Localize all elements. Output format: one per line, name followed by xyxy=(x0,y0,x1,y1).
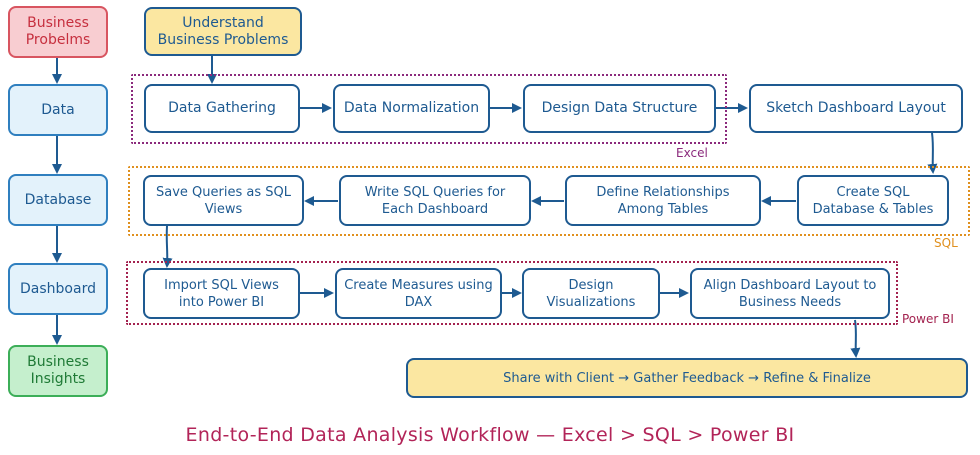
sidebar-dashboard: Dashboard xyxy=(8,263,108,315)
excel-group-label: Excel xyxy=(676,146,708,160)
sidebar-data-label: Data xyxy=(41,101,75,118)
sketch-dashboard-layout-node: Sketch Dashboard Layout xyxy=(749,84,963,133)
sql-group-label: SQL xyxy=(934,236,958,250)
data-normalization-node: Data Normalization xyxy=(333,84,490,133)
sketch-to-create-db-arrow xyxy=(927,132,938,174)
data-gathering-label: Data Gathering xyxy=(168,100,276,116)
excel-group xyxy=(131,74,727,144)
understand-business-problems-node: Understand Business Problems xyxy=(144,7,302,56)
data-gathering-node: Data Gathering xyxy=(144,84,300,133)
sidebar-data: Data xyxy=(8,84,108,136)
align-dashboard-layout-label: Align Dashboard Layout to Business Needs xyxy=(703,277,877,310)
share-with-client-node: Share with Client → Gather Feedback → Re… xyxy=(406,358,968,398)
save-queries-views-label: Save Queries as SQL Views xyxy=(156,184,291,217)
align-dashboard-layout-node: Align Dashboard Layout to Business Needs xyxy=(690,268,890,319)
import-sql-views-label: Import SQL Views into Power BI xyxy=(164,277,279,310)
define-relationships-label: Define Relationships Among Tables xyxy=(596,184,730,217)
powerbi-group xyxy=(126,261,898,325)
import-sql-views-node: Import SQL Views into Power BI xyxy=(143,268,300,319)
create-sql-database-node: Create SQL Database & Tables xyxy=(797,175,949,226)
write-sql-queries-node: Write SQL Queries for Each Dashboard xyxy=(339,175,531,226)
understand-business-problems-label: Understand Business Problems xyxy=(157,14,289,48)
share-with-client-label: Share with Client → Gather Feedback → Re… xyxy=(503,370,871,386)
sidebar-business-problems: Business Probelms xyxy=(8,6,108,58)
sql-group xyxy=(128,166,970,236)
create-sql-database-label: Create SQL Database & Tables xyxy=(812,184,934,217)
data-normalization-label: Data Normalization xyxy=(343,100,480,116)
design-visualizations-label: Design Visualizations xyxy=(546,277,636,310)
write-sql-queries-label: Write SQL Queries for Each Dashboard xyxy=(364,184,506,217)
sidebar-business-problems-label: Business Probelms xyxy=(25,15,91,48)
sidebar-dashboard-label: Dashboard xyxy=(20,280,96,297)
design-data-structure-node: Design Data Structure xyxy=(523,84,716,133)
sketch-dashboard-layout-label: Sketch Dashboard Layout xyxy=(766,100,946,116)
powerbi-group-label: Power BI xyxy=(902,312,954,326)
define-relationships-node: Define Relationships Among Tables xyxy=(565,175,761,226)
create-measures-label: Create Measures using DAX xyxy=(344,277,493,310)
sidebar-database-label: Database xyxy=(24,191,92,208)
design-data-structure-label: Design Data Structure xyxy=(541,100,698,116)
sidebar-business-insights-label: Business Insights xyxy=(27,354,89,387)
sidebar-database: Database xyxy=(8,174,108,226)
align-to-final-arrow xyxy=(850,319,861,358)
diagram-title: End-to-End Data Analysis Workflow — Exce… xyxy=(185,424,795,446)
create-measures-node: Create Measures using DAX xyxy=(335,268,502,319)
design-visualizations-node: Design Visualizations xyxy=(522,268,660,319)
sidebar-business-insights: Business Insights xyxy=(8,345,108,397)
save-queries-views-node: Save Queries as SQL Views xyxy=(143,175,304,226)
